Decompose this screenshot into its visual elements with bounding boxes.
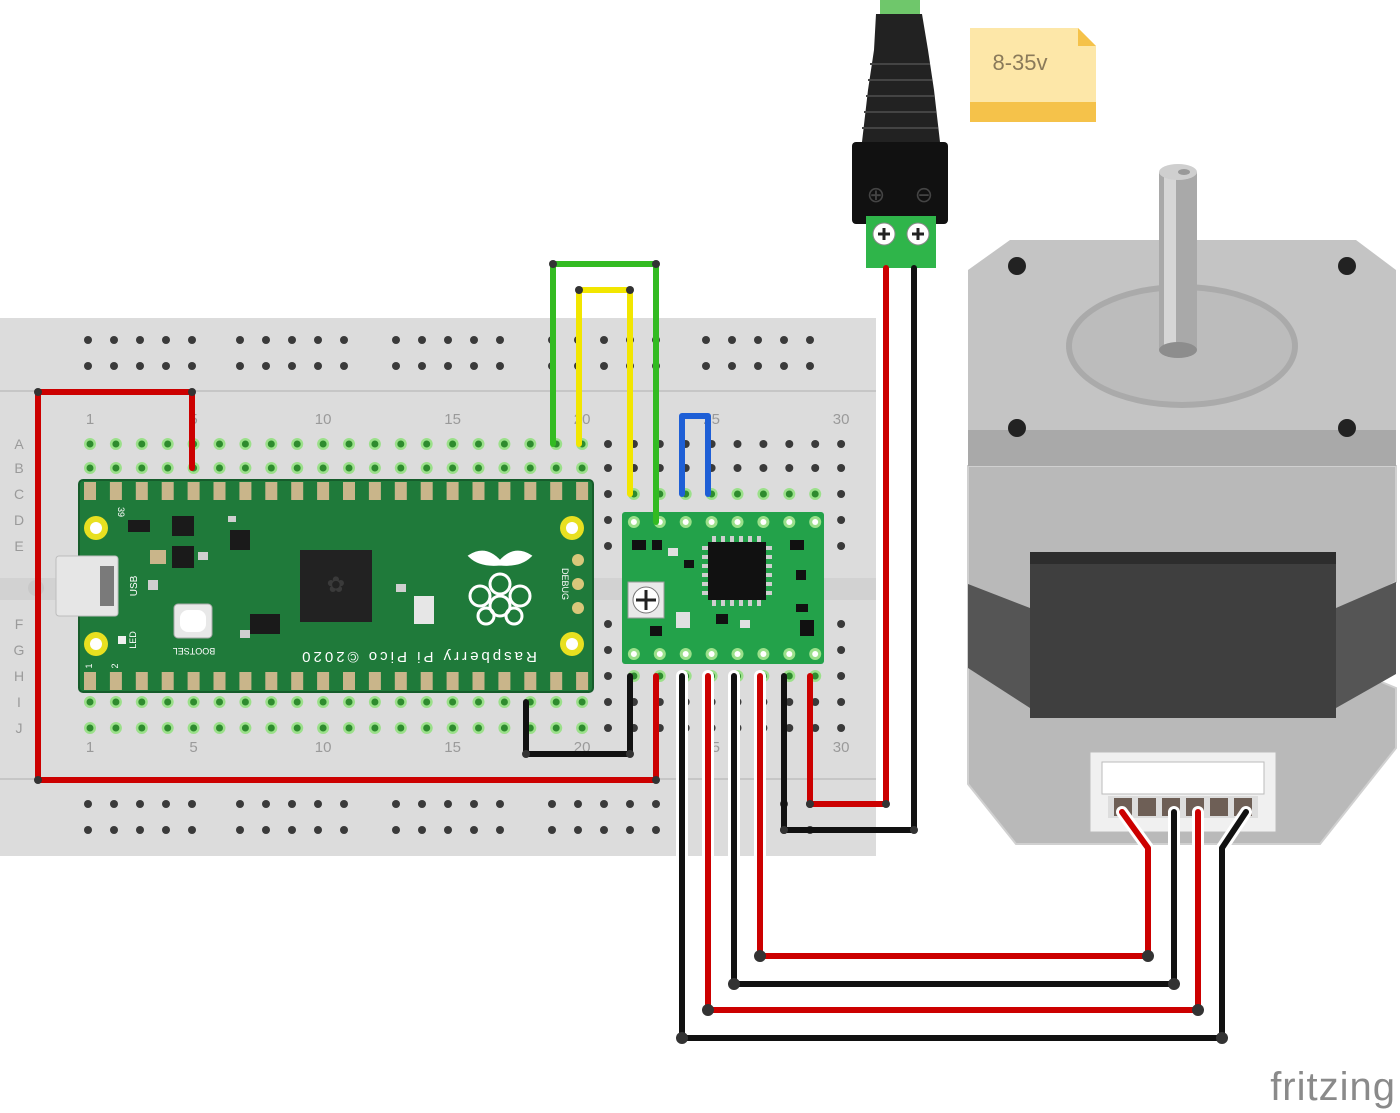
column-number-label: 1	[86, 411, 94, 428]
column-number-label: 10	[315, 411, 332, 428]
voltage-note: 8-35v	[970, 28, 1096, 122]
bootsel-button[interactable]	[173, 603, 213, 639]
minus-symbol-icon: ⊖	[915, 182, 933, 207]
row-letter-label: C	[14, 486, 24, 502]
rp2040-chip	[300, 550, 372, 622]
row-letter-label: G	[14, 642, 25, 658]
row-letter-label: I	[17, 694, 21, 710]
raspberry-pi-logo-icon	[467, 550, 533, 626]
wire-black-supply	[781, 265, 917, 833]
wire-black-coil-a2	[731, 673, 1177, 987]
micro-usb-connector-icon	[55, 555, 119, 617]
wire-green-signal	[550, 261, 659, 525]
row-letter-label: D	[14, 512, 24, 528]
pico-brand-label: Raspberry Pi Pico ©2020	[299, 648, 537, 665]
pin-1-label: 1	[84, 663, 94, 668]
wire-red-coil-b1	[705, 673, 1201, 1013]
debug-label: DEBUG	[560, 568, 570, 600]
column-number-label: 10	[315, 739, 332, 756]
column-number-label: 5	[189, 739, 197, 756]
wires	[34, 260, 1252, 1044]
stepper-motor	[967, 164, 1397, 845]
motor-shaft	[1159, 164, 1197, 358]
dc-barrel-jack: ⊕ ⊖	[852, 0, 948, 268]
motor-connector	[1089, 751, 1277, 833]
mounting-hole-icon	[84, 516, 584, 656]
led-indicator	[118, 636, 126, 644]
raspberry-mark-icon: ✿	[327, 572, 345, 597]
wire-yellow-signal	[576, 287, 633, 497]
column-number-label: 30	[833, 411, 850, 428]
raspberry-pi-pico-board: ✿	[55, 479, 594, 693]
wire-red-power-loop	[35, 389, 659, 783]
usb-label: USB	[129, 575, 140, 596]
row-letter-label: E	[14, 538, 23, 554]
column-number-label: 15	[444, 411, 461, 428]
fritzing-watermark: fritzing	[1270, 1065, 1396, 1109]
wire-red-supply	[807, 265, 889, 807]
wire-black-ground	[523, 673, 633, 757]
row-letter-label: A	[14, 436, 24, 452]
pin-2-label: 2	[110, 663, 120, 668]
led-label: LED	[128, 631, 138, 649]
bootsel-label: BOOTSEL	[173, 646, 216, 656]
row-letter-label: H	[14, 668, 24, 684]
wire-blue-jumper	[679, 413, 711, 497]
row-letter-label: F	[15, 616, 24, 632]
plus-symbol-icon: ⊕	[867, 182, 885, 207]
current-potentiometer-icon[interactable]	[627, 581, 665, 619]
row-letter-label: J	[16, 720, 23, 736]
driver-chip	[708, 542, 766, 600]
driver-header-pins	[627, 516, 822, 660]
debug-pads	[572, 554, 584, 614]
pico-header-pins	[84, 482, 589, 690]
stepper-driver-board	[622, 512, 824, 664]
voltage-note-text: 8-35v	[992, 50, 1047, 75]
column-number-label: 1	[86, 739, 94, 756]
column-number-label: 15	[444, 739, 461, 756]
column-number-label: 30	[833, 739, 850, 756]
row-letter-label: B	[14, 460, 23, 476]
pin-39-label: 39	[116, 507, 126, 517]
